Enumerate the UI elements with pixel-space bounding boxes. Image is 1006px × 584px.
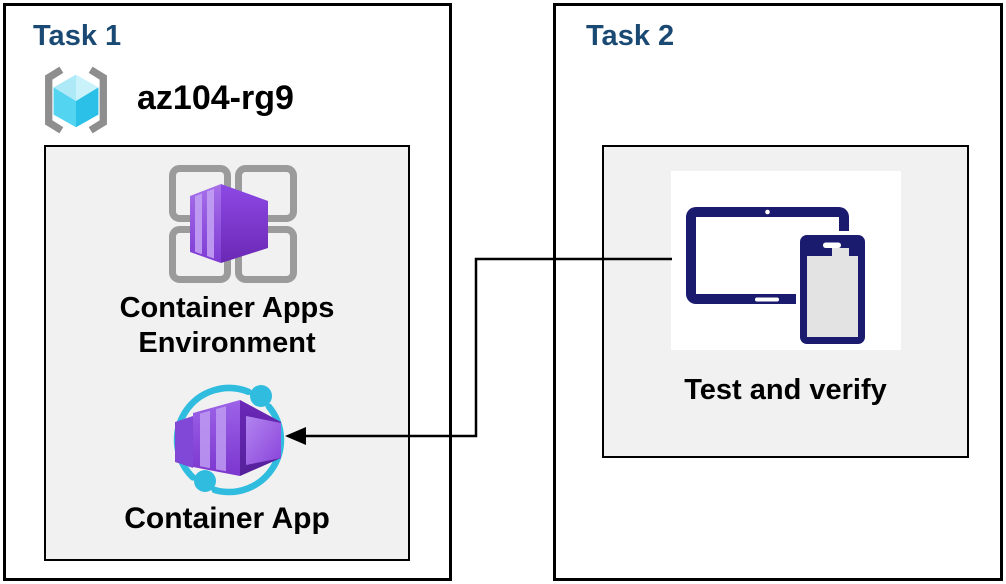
test-and-verify-label: Test and verify [684, 374, 887, 406]
container-apps-environment-icon [169, 165, 297, 283]
task1-title: Task 1 [33, 20, 122, 52]
tablet-and-phone-icon [686, 207, 869, 348]
resource-group-name: az104-rg9 [137, 79, 294, 117]
container-app-label: Container App [124, 502, 330, 535]
task2-title: Task 2 [586, 20, 675, 52]
task1-panel: Container Apps Environment [44, 145, 410, 561]
resource-group-row: az104-rg9 [37, 61, 417, 141]
task2-panel: Test and verify [602, 145, 969, 458]
container-app-icon [173, 384, 285, 496]
task2-box: Task 2 Test and verify [553, 3, 1003, 581]
container-apps-environment-label: Container Apps Environment [119, 292, 335, 359]
task1-box: Task 1 az104-rg9 [3, 3, 452, 581]
resource-group-icon [45, 66, 107, 134]
devices-panel [671, 171, 901, 350]
